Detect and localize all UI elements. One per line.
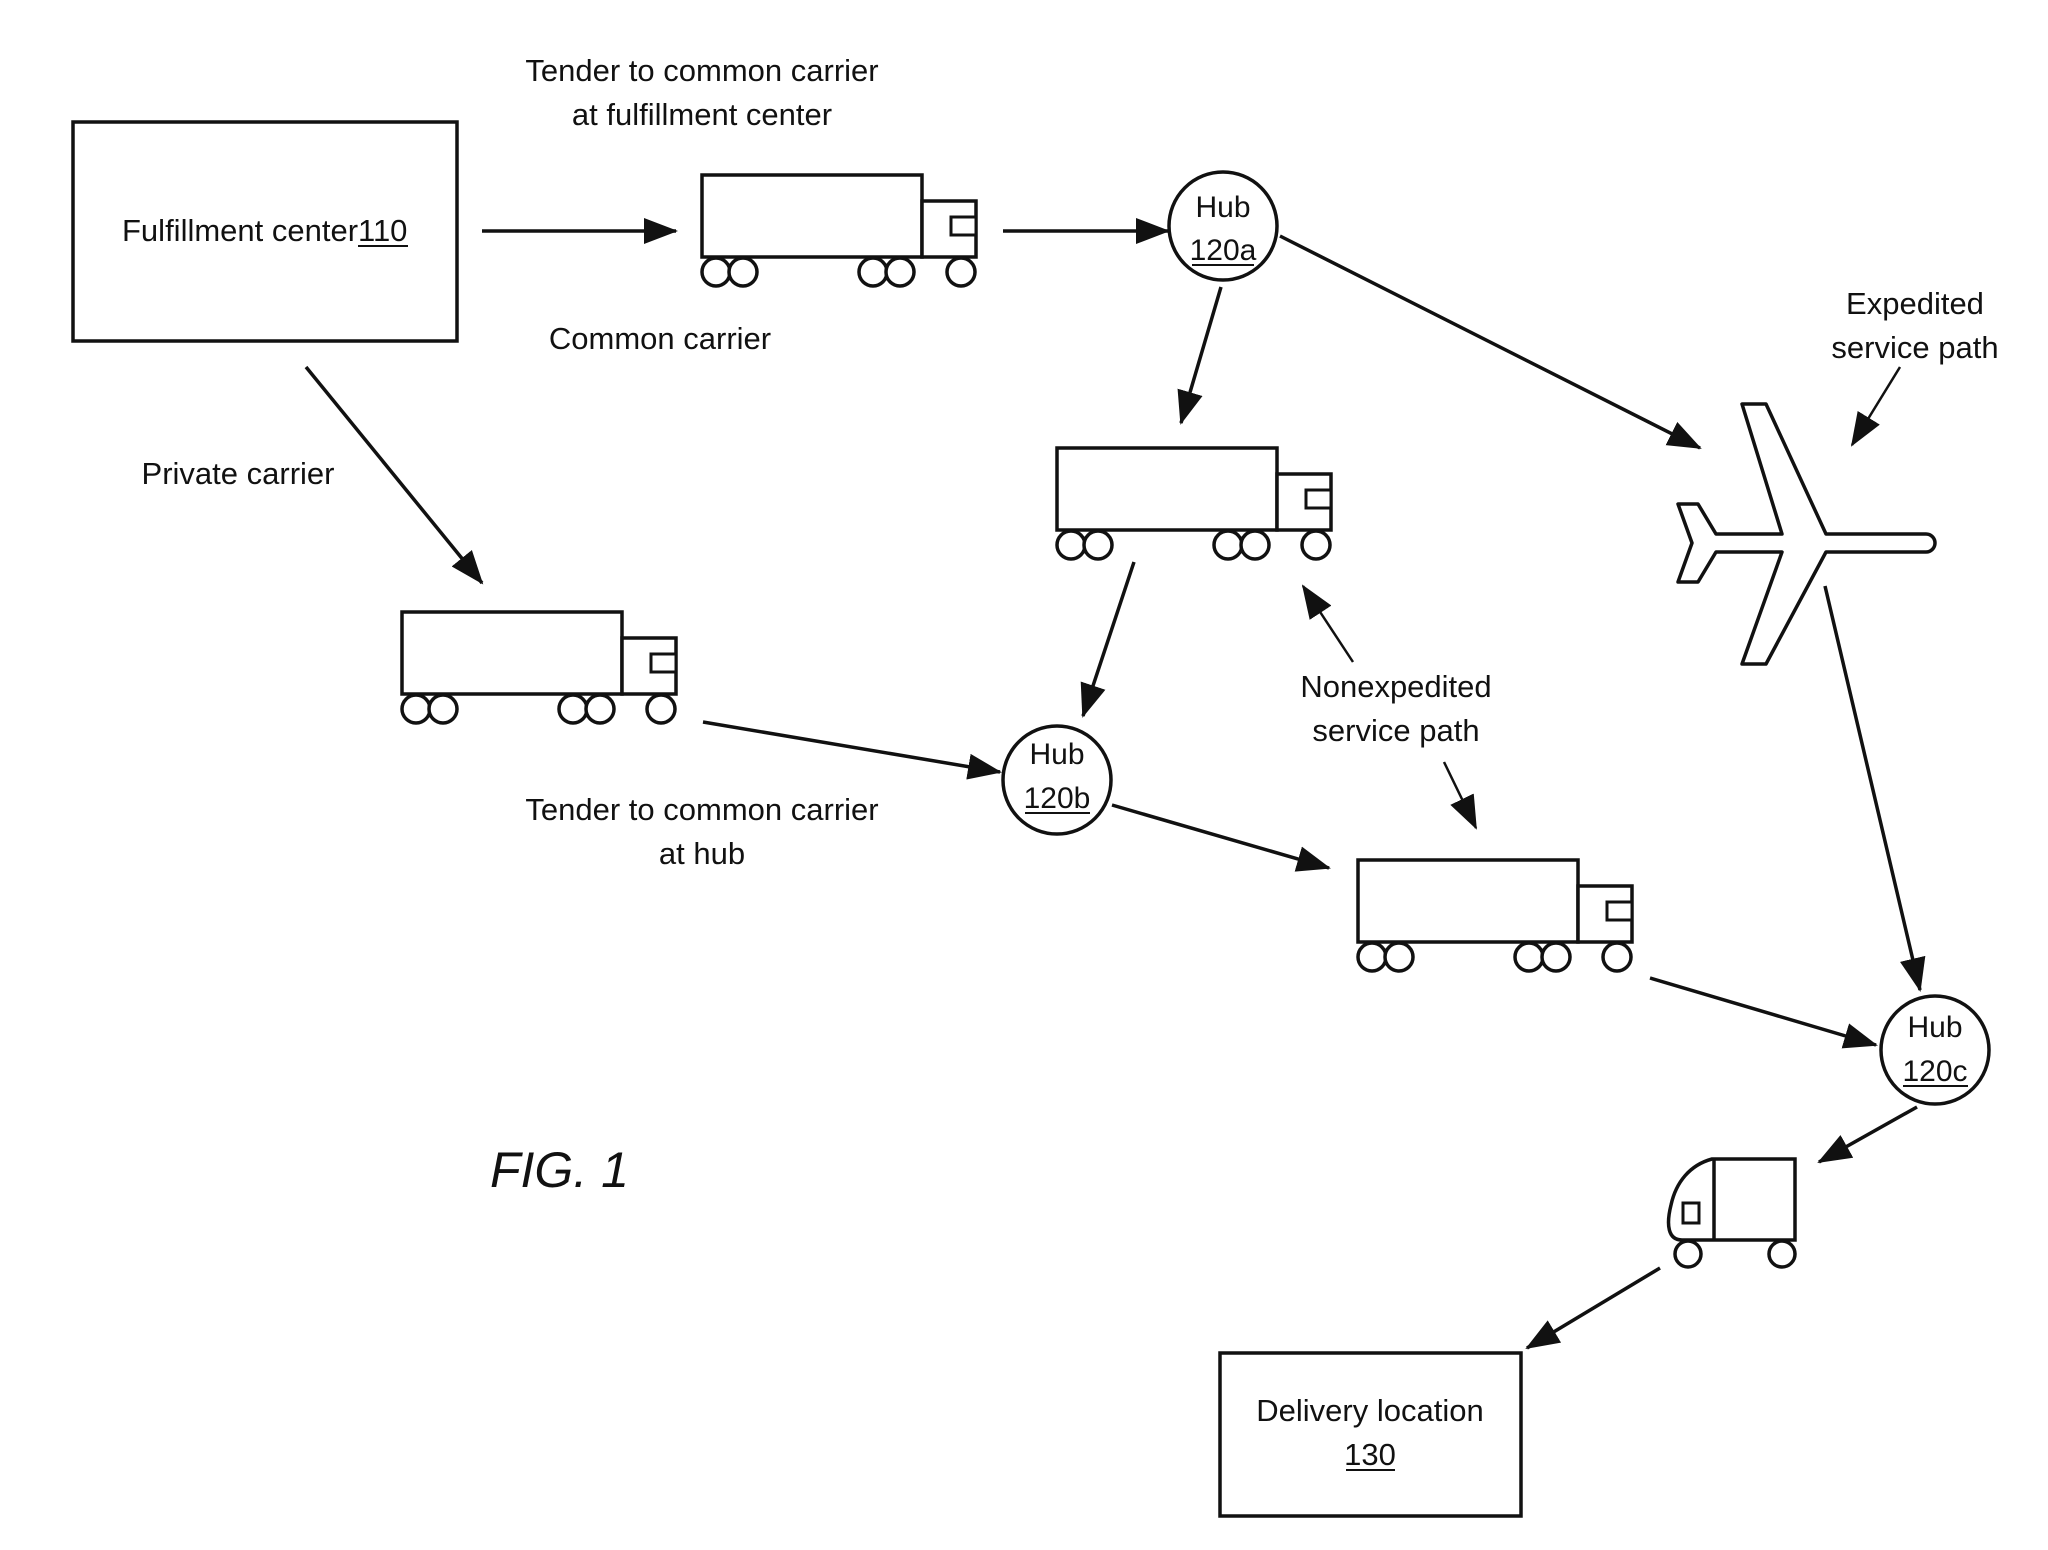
tender-hub-line2: at hub: [659, 836, 745, 871]
figure-label: FIG. 1: [490, 1142, 629, 1198]
arrow-hub-a-to-truck: [1177, 286, 1223, 425]
tender-fc-line2: at fulfillment center: [572, 97, 832, 132]
hub-120a-ref: 120a: [1190, 234, 1257, 267]
hub-120b-label: Hub: [1029, 738, 1084, 771]
hub-120b-ref: 120b: [1024, 782, 1091, 815]
truck-icon: [700, 173, 978, 288]
nonexpedited-line2: service path: [1312, 713, 1479, 748]
leader-expedited: [1850, 366, 1902, 447]
hub-120c-ref: 120c: [1902, 1055, 1967, 1088]
fulfillment-center-label: Fulfillment center: [122, 213, 358, 248]
expedited-line1: Expedited: [1846, 286, 1984, 321]
truck-icon: [1055, 446, 1333, 561]
hub-120c: Hub 120c: [1879, 994, 1991, 1106]
common-carrier-label: Common carrier: [549, 321, 771, 356]
annotation-tender-fulfillment: Tender to common carrier at fulfillment …: [525, 53, 878, 132]
arrow-airplane-to-hub-c: [1823, 585, 1926, 992]
arrow-hub-a-to-airplane: [1279, 234, 1702, 450]
tender-fc-line1: Tender to common carrier: [525, 53, 878, 88]
private-carrier-label: Private carrier: [142, 456, 335, 491]
annotation-leaders: [1301, 366, 1902, 830]
arrow-truck-to-hub-b: [1080, 561, 1136, 718]
flow-arrows: [304, 218, 1926, 1350]
hub-120c-label: Hub: [1907, 1011, 1962, 1044]
tender-hub-line1: Tender to common carrier: [525, 792, 878, 827]
arrow-van-to-delivery-location: [1525, 1266, 1661, 1350]
annotation-tender-hub: Tender to common carrier at hub: [525, 792, 878, 871]
nonexpedited-line1: Nonexpedited: [1300, 669, 1491, 704]
delivery-location-ref: 130: [1344, 1437, 1396, 1472]
hub-120b: Hub 120b: [1001, 724, 1113, 836]
truck-icon: [400, 610, 678, 725]
arrow-truck-to-hub-c: [1649, 976, 1878, 1049]
arrow-private-truck-to-hub-b: [702, 720, 1002, 780]
annotation-expedited: Expedited service path: [1831, 286, 1998, 365]
delivery-van-icon: [1666, 1157, 1797, 1269]
fulfillment-center-ref: 110: [358, 213, 407, 248]
hub-120a: Hub 120a: [1167, 170, 1279, 282]
delivery-location-box: Delivery location 130: [1218, 1351, 1523, 1518]
arrow-hub-c-to-van: [1817, 1105, 1918, 1164]
hub-120a-label: Hub: [1195, 191, 1250, 224]
leader-nonexpedited-down: [1442, 761, 1478, 830]
delivery-location-label: Delivery location: [1256, 1393, 1483, 1428]
arrow-hub-b-to-truck: [1111, 803, 1331, 872]
arrow-fc-to-private-truck: [304, 365, 484, 585]
leader-nonexpedited-up: [1301, 584, 1355, 663]
truck-icon: [1356, 858, 1634, 973]
expedited-line2: service path: [1831, 330, 1998, 365]
annotation-nonexpedited: Nonexpedited service path: [1300, 669, 1491, 748]
airplane-icon: [1676, 402, 1937, 666]
fulfillment-center-box: Fulfillment center 110: [71, 120, 459, 343]
